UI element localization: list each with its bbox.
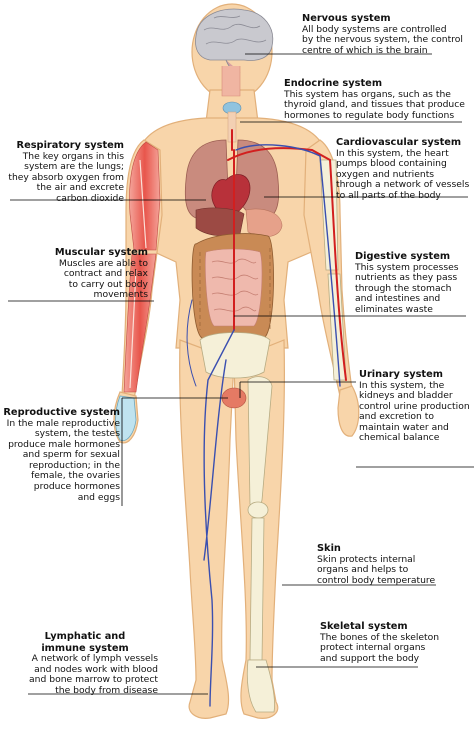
lymphatic-desc: A network of lymph vessels and nodes wor… [29, 653, 158, 696]
liver-stomach [195, 207, 283, 238]
label-endocrine-system: Endocrine system This system has organs,… [284, 78, 465, 121]
respiratory-desc: The key organs in this system are the lu… [8, 150, 124, 204]
intestines [191, 233, 274, 339]
digestive-title: Digestive system [355, 251, 451, 262]
leader-lines [8, 53, 474, 695]
endocrine-desc: This system has organs, such as the thyr… [284, 88, 465, 121]
label-digestive-system: Digestive system This system processes n… [355, 251, 459, 315]
label-muscular-system: Muscular system Muscles are able to cont… [6, 247, 148, 301]
respiratory-title: Respiratory system [16, 140, 124, 151]
skin-desc: Skin protects internal organs and helps … [317, 553, 436, 586]
throat [221, 66, 242, 143]
cardiovascular-title: Cardiovascular system [336, 137, 462, 148]
reproductive-desc: In the male reproductive system, the tes… [6, 417, 120, 503]
label-skeletal-system: Skeletal system The bones of the skeleto… [320, 621, 439, 664]
urinary-desc: In this system, the kidneys and bladder … [359, 379, 470, 444]
arm-muscles [115, 141, 161, 441]
label-respiratory-system: Respiratory system The key organs in thi… [6, 140, 124, 204]
skeletal-desc: The bones of the skeleton protect intern… [320, 631, 440, 664]
skeletal-title: Skeletal system [320, 621, 408, 632]
label-skin: Skin Skin protects internal organs and h… [317, 543, 435, 586]
cardiovascular-desc: In this system, the heart pumps blood co… [336, 147, 470, 201]
label-cardiovascular-system: Cardiovascular system In this system, th… [336, 137, 469, 201]
lymphatic-title: Lymphatic and immune system [41, 631, 129, 654]
skin-title: Skin [317, 543, 341, 554]
label-reproductive-system: Reproductive system In the male reproduc… [0, 407, 120, 503]
muscular-title: Muscular system [54, 247, 148, 258]
label-nervous-system: Nervous system All body systems are cont… [302, 13, 463, 56]
muscular-desc: Muscles are able to contract and relax t… [58, 257, 148, 301]
nervous-title: Nervous system [302, 13, 391, 24]
reproductive-title: Reproductive system [3, 407, 120, 418]
label-urinary-system: Urinary system In this system, the kidne… [359, 369, 470, 444]
endocrine-title: Endocrine system [284, 78, 383, 89]
urinary-title: Urinary system [359, 369, 443, 380]
skeleton [199, 159, 347, 713]
label-lymphatic-immune-system: Lymphatic and immune system A network of… [12, 631, 158, 696]
nervous-desc: All body systems are controlled by the n… [302, 23, 463, 56]
digestive-desc: This system processes nutrients as they … [355, 261, 459, 315]
